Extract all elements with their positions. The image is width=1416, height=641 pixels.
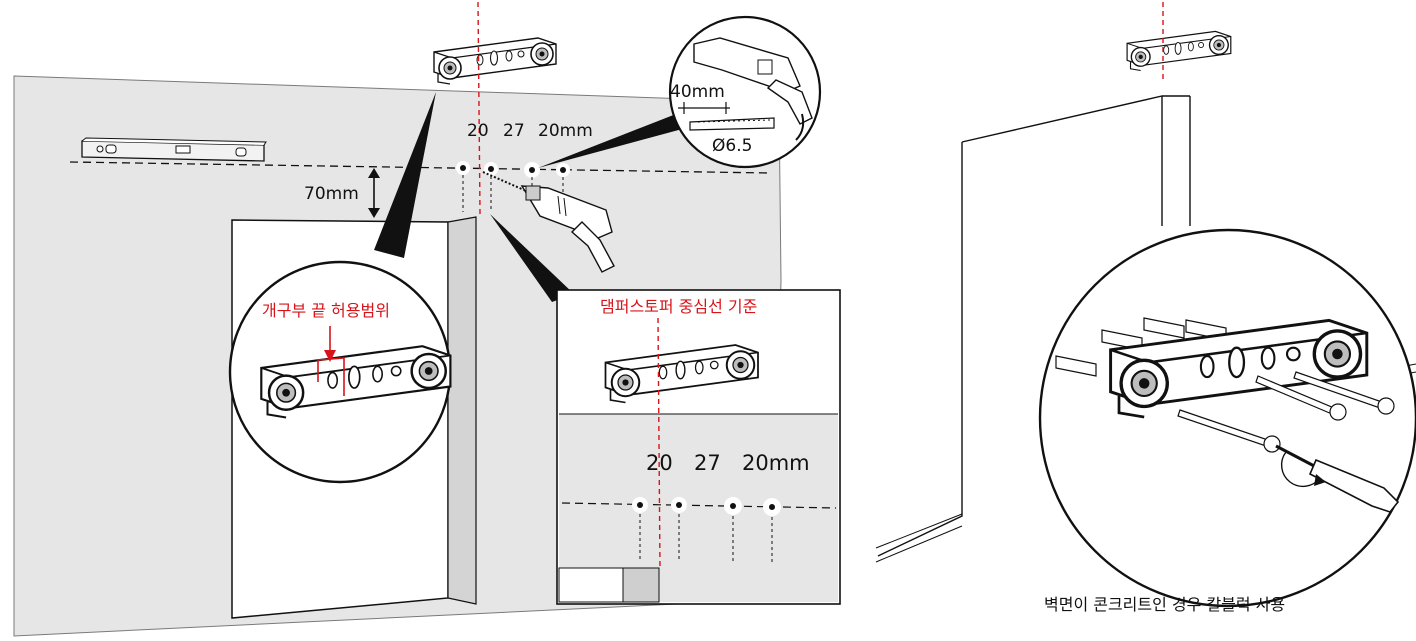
drill-detail-callout [668, 15, 822, 169]
height-dimension [368, 168, 380, 218]
wall-outline [877, 95, 1191, 557]
spacing-label-a: 20 [467, 121, 489, 141]
spirit-level [81, 137, 267, 162]
screwdriver-icon [1275, 444, 1400, 513]
screw-icons [1177, 371, 1395, 453]
drill-icon [482, 171, 615, 273]
bracket-top-right [1126, 30, 1232, 72]
spacing-label-box-b: 27 [694, 451, 721, 475]
door-jamb [447, 216, 477, 605]
spacing-label-b: 27 [503, 121, 525, 141]
tolerance-label: 개구부 끝 허용범위 [262, 301, 390, 320]
center-detail-box [556, 289, 841, 605]
caption-text: 벽면이 콘크리트인 경우 칼블럭 사용 [1044, 595, 1285, 614]
drill-depth-label: 40mm [670, 82, 725, 102]
spacing-label-box-a: 20 [646, 451, 673, 475]
bracket-top-left [433, 37, 557, 85]
tolerance-detail-callout [228, 260, 452, 484]
height-label: 70mm [304, 184, 359, 204]
pointer-to-tolerance-detail [374, 92, 436, 258]
left-scene: 70mm 20 27 20mm [13, 1, 841, 637]
drill-diameter-label: Ø6.5 [712, 136, 752, 156]
spacing-label-box-c: 20mm [742, 451, 810, 475]
wall-plug-detail-callout [1038, 228, 1416, 608]
right-scene: 벽면이 콘크리트인 경우 칼블럭 사용 [875, 2, 1416, 614]
pointer-to-center-detail [490, 214, 574, 302]
spacing-label-c: 20mm [538, 121, 593, 141]
pointer-to-drill-detail [538, 114, 686, 168]
center-label: 댐퍼스토퍼 중심선 기준 [600, 297, 757, 316]
